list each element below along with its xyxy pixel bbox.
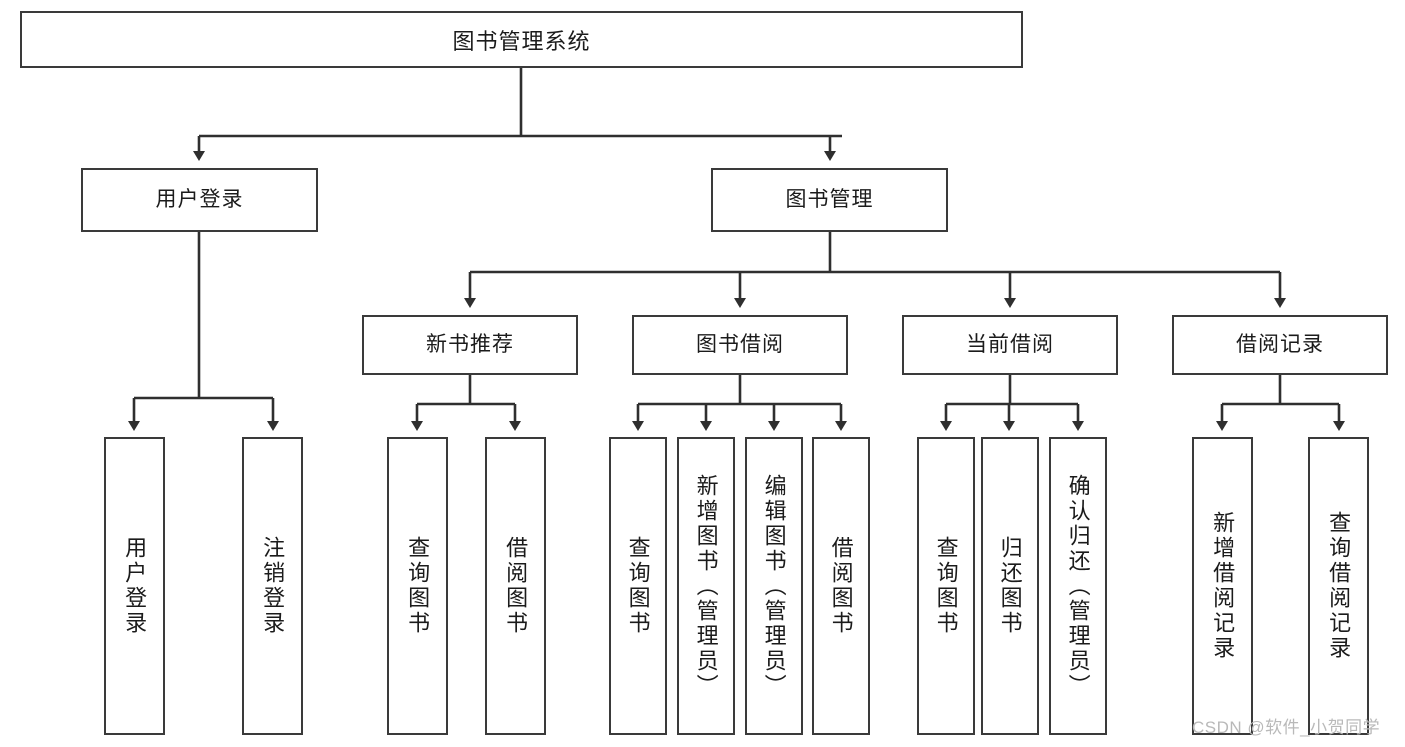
node-label: 查询图书 — [625, 536, 651, 636]
leaf-query-borrow-record[interactable]: 查询借阅记录 — [1308, 437, 1369, 735]
node-label: 新增图书（管理员） — [693, 473, 719, 699]
node-label: 用户登录 — [122, 536, 148, 636]
node-label: 归还图书 — [997, 536, 1023, 636]
leaf-logout[interactable]: 注销登录 — [242, 437, 303, 735]
leaf-add-borrow-record[interactable]: 新增借阅记录 — [1192, 437, 1253, 735]
node-label: 查询借阅记录 — [1326, 511, 1352, 661]
leaf-return-book[interactable]: 归还图书 — [981, 437, 1039, 735]
node-label: 编辑图书（管理员） — [761, 473, 787, 699]
node-label: 图书管理 — [785, 188, 874, 212]
node-label: 查询图书 — [933, 536, 959, 636]
leaf-user-login[interactable]: 用户登录 — [104, 437, 165, 735]
node-label: 新书推荐 — [426, 333, 514, 357]
leaf-confirm-return-admin[interactable]: 确认归还（管理员） — [1049, 437, 1107, 735]
node-label: 新增借阅记录 — [1210, 511, 1236, 661]
leaf-edit-book-admin[interactable]: 编辑图书（管理员） — [745, 437, 803, 735]
node-label: 当前借阅 — [966, 333, 1054, 357]
node-label: 图书管理系统 — [452, 28, 591, 54]
node-label: 借阅图书 — [828, 536, 854, 636]
node-label: 注销登录 — [260, 536, 286, 636]
csdn-watermark: CSDN @软件_小贺同学 — [1192, 718, 1381, 737]
node-borrow-record[interactable]: 借阅记录 — [1172, 315, 1388, 375]
leaf-query-book-borrow[interactable]: 查询图书 — [609, 437, 667, 735]
leaf-borrow-book-newbook[interactable]: 借阅图书 — [485, 437, 546, 735]
node-label: 确认归还（管理员） — [1065, 473, 1091, 699]
node-book-borrowing[interactable]: 图书借阅 — [632, 315, 848, 375]
node-book-management[interactable]: 图书管理 — [711, 168, 948, 232]
leaf-borrow-book[interactable]: 借阅图书 — [812, 437, 870, 735]
node-label: 图书借阅 — [696, 333, 784, 357]
node-label: 借阅记录 — [1236, 333, 1324, 357]
leaf-query-book-newbook[interactable]: 查询图书 — [387, 437, 448, 735]
node-current-borrowing[interactable]: 当前借阅 — [902, 315, 1118, 375]
node-new-book-recommendation[interactable]: 新书推荐 — [362, 315, 578, 375]
leaf-add-book-admin[interactable]: 新增图书（管理员） — [677, 437, 735, 735]
node-label: 用户登录 — [155, 188, 244, 212]
leaf-query-book-current[interactable]: 查询图书 — [917, 437, 975, 735]
node-label: 查询图书 — [405, 536, 431, 636]
node-user-login[interactable]: 用户登录 — [81, 168, 318, 232]
node-label: 借阅图书 — [503, 536, 529, 636]
node-root-book-management-system[interactable]: 图书管理系统 — [20, 11, 1023, 68]
